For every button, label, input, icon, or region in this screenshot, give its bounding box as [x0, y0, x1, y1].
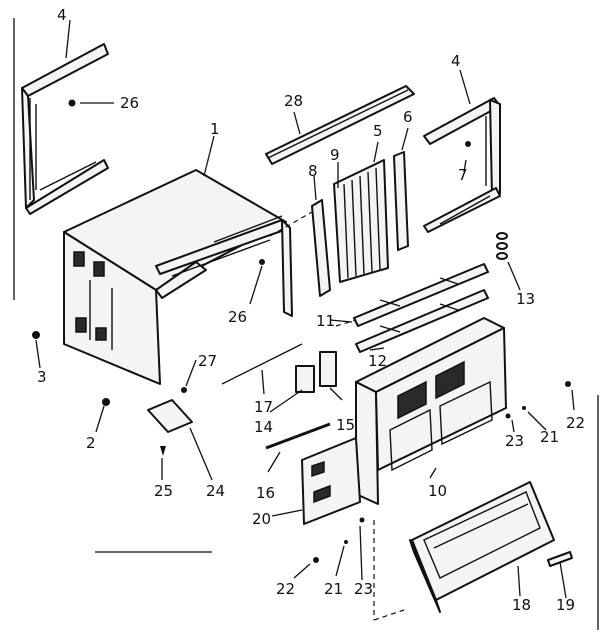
callout-22-upper: 22 [566, 414, 585, 432]
callout-19: 19 [556, 596, 575, 614]
cabinet-wrapper [63, 169, 293, 385]
guide-dash-1 [269, 211, 313, 237]
screw-23-upper [505, 413, 511, 419]
screw-27 [181, 387, 187, 393]
control-plate-14 [295, 365, 315, 393]
guide-dash-4 [373, 609, 405, 621]
callout-21-lower: 21 [324, 580, 343, 598]
fasteners-13 [496, 232, 508, 260]
callout-12: 12 [368, 352, 387, 370]
washer-21-upper [522, 406, 526, 410]
callout-26-left: 26 [120, 94, 139, 112]
callout-23-lower: 23 [354, 580, 373, 598]
knob-19 [547, 551, 573, 567]
callout-7: 7 [458, 166, 468, 184]
side-curtain-left [21, 43, 109, 215]
callout-21-upper: 21 [540, 428, 559, 446]
front-frame [355, 317, 507, 505]
callout-5: 5 [373, 122, 383, 140]
callout-4-right: 4 [451, 52, 461, 70]
screw-26-left [68, 99, 76, 107]
rod-16 [265, 422, 331, 450]
screw-2 [102, 398, 110, 406]
callout-3: 3 [37, 368, 47, 386]
bracket-24 [147, 399, 193, 433]
bracket-12 [355, 289, 489, 353]
callout-8: 8 [308, 162, 318, 180]
filter-grille [333, 159, 389, 283]
callout-25: 25 [154, 482, 173, 500]
screw-7 [465, 141, 471, 147]
callout-9: 9 [330, 146, 340, 164]
guide-dash-2 [335, 319, 357, 327]
side-curtain-right [423, 97, 501, 233]
callout-4-left: 4 [57, 6, 67, 24]
screw-26-cabinet [259, 259, 265, 265]
bracket-15 [319, 351, 337, 387]
front-grille [409, 481, 555, 613]
callout-27: 27 [198, 352, 217, 370]
callout-10: 10 [428, 482, 447, 500]
screw-22-upper [565, 381, 571, 387]
callout-22-lower: 22 [276, 580, 295, 598]
bracket-11 [353, 263, 489, 327]
callout-15: 15 [336, 416, 355, 434]
callout-20: 20 [252, 510, 271, 528]
callout-18: 18 [512, 596, 531, 614]
callout-23-upper: 23 [505, 432, 524, 450]
callout-14: 14 [254, 418, 273, 436]
lower-panel [301, 437, 361, 525]
top-rail-edge [267, 89, 409, 159]
callout-17: 17 [254, 398, 273, 416]
callout-1: 1 [210, 120, 220, 138]
callout-24: 24 [206, 482, 225, 500]
callout-labels: 4 26 28 5 6 4 1 9 8 7 26 13 11 3 12 27 1… [37, 6, 585, 614]
callout-16: 16 [256, 484, 275, 502]
screw-23-lower [359, 517, 365, 523]
washer-21-lower [344, 540, 348, 544]
callout-2: 2 [86, 434, 96, 452]
callout-6: 6 [403, 108, 413, 126]
screw-3 [32, 331, 40, 339]
callout-11: 11 [316, 312, 335, 330]
leader-lines [35, 19, 575, 599]
screw-22-lower [313, 557, 319, 563]
strip-6 [393, 151, 409, 251]
callout-28: 28 [284, 92, 303, 110]
side-panel-8 [311, 199, 331, 297]
callout-13: 13 [516, 290, 535, 308]
screw-25 [160, 446, 166, 456]
callout-26-cabinet: 26 [228, 308, 247, 326]
